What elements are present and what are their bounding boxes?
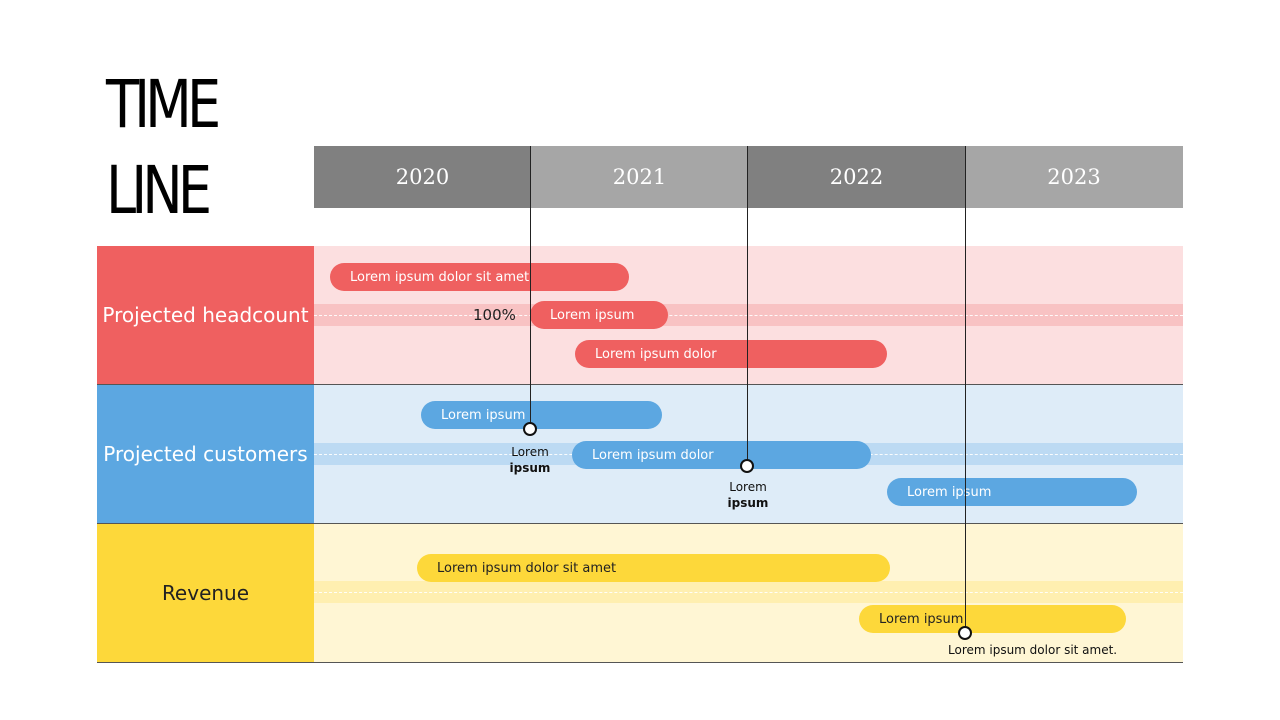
bar-headcount-1: Lorem ipsum dolor sit amet — [330, 263, 629, 291]
bar-headcount-2: Lorem ipsum — [530, 301, 668, 329]
year-header-2023: 2023 — [965, 146, 1183, 208]
milestone-label-2-line1: Lorem — [729, 480, 767, 494]
year-header-2022: 2022 — [748, 146, 965, 208]
milestone-line-3 — [965, 146, 966, 633]
milestone-label-1-line2: ipsum — [509, 461, 551, 475]
bar-revenue-1: Lorem ipsum dolor sit amet — [417, 554, 890, 582]
title-line-1: TIME — [106, 66, 221, 143]
bar-customers-2: Lorem ipsum dolor — [572, 441, 871, 469]
milestone-label-2: Lorem ipsum — [718, 479, 778, 511]
milestone-label-3: Lorem ipsum dolor sit amet. — [948, 643, 1118, 657]
year-header-2021: 2021 — [531, 146, 748, 208]
milestone-line-1 — [530, 146, 531, 429]
bar-headcount-3: Lorem ipsum dolor — [575, 340, 887, 368]
percent-label: 100% — [473, 306, 516, 324]
bar-customers-3: Lorem ipsum — [887, 478, 1137, 506]
row-label-customers: Projected customers — [97, 385, 314, 523]
bar-customers-1: Lorem ipsum — [421, 401, 662, 429]
milestone-line-2 — [747, 146, 748, 466]
milestone-label-1: Lorem ipsum — [500, 444, 560, 476]
bar-revenue-2: Lorem ipsum — [859, 605, 1126, 633]
row-label-headcount: Projected headcount — [97, 246, 314, 384]
row-separator-1 — [97, 384, 1183, 385]
row-label-revenue: Revenue — [97, 524, 314, 662]
bottom-border — [97, 662, 1183, 663]
milestone-marker-3 — [958, 626, 972, 640]
milestone-marker-1 — [523, 422, 537, 436]
row-separator-2 — [97, 523, 1183, 524]
milestone-label-1-line1: Lorem — [511, 445, 549, 459]
row-dash-revenue — [314, 592, 1183, 593]
year-header-2020: 2020 — [314, 146, 531, 208]
row-dash-headcount — [314, 315, 1183, 316]
title-line-2: LINE — [106, 152, 212, 229]
milestone-marker-2 — [740, 459, 754, 473]
milestone-label-2-line2: ipsum — [727, 496, 769, 510]
